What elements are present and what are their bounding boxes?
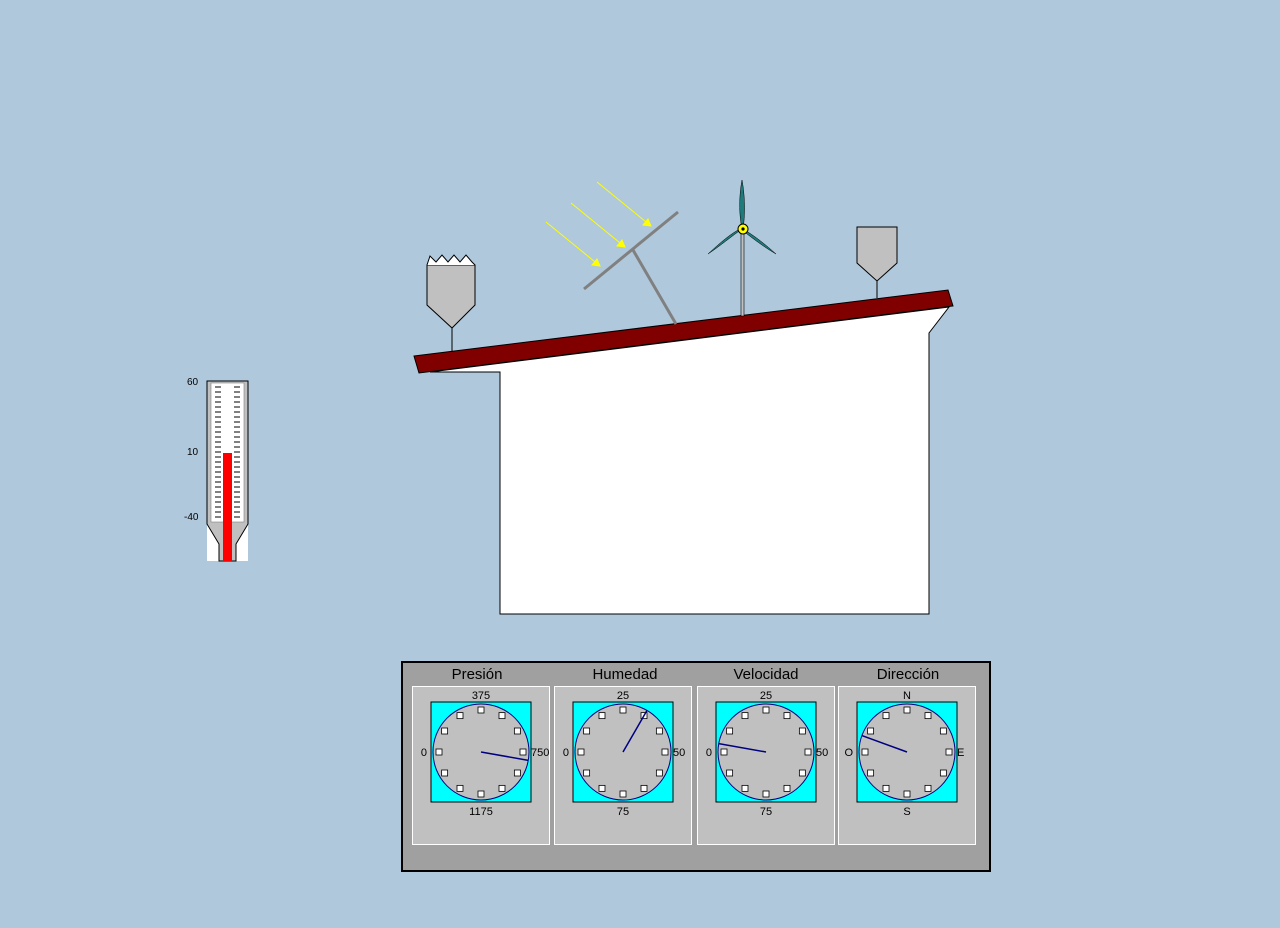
gauge-tick-marker — [598, 712, 606, 720]
gauge-tick-marker — [804, 748, 812, 756]
roof — [413, 289, 954, 374]
gauge-tick-marker — [456, 712, 464, 720]
gauge-label-right: 50 — [816, 747, 828, 759]
rain-gauge-sensor — [426, 254, 476, 352]
gauge-tick-marker — [577, 748, 585, 756]
gauge-tick-marker — [762, 790, 770, 798]
gauge-title-direccion: Dirección — [876, 666, 940, 683]
gauge-title-humedad: Humedad — [592, 666, 658, 683]
gauge-needle — [861, 734, 908, 753]
gauge-velocidad: 25 75 0 50 — [697, 686, 835, 845]
gauge-tick-marker — [640, 784, 648, 792]
gauge-tick-marker — [882, 784, 890, 792]
gauge-tick-marker — [903, 706, 911, 714]
gauge-tick-marker — [441, 769, 449, 777]
sun-rays — [545, 181, 652, 267]
thermometer-label-min: -40 — [184, 512, 199, 523]
gauge-tick-marker — [741, 784, 749, 792]
gauge-title-velocidad: Velocidad — [733, 666, 799, 683]
weather-station-scene — [413, 179, 954, 615]
gauge-tick-marker — [741, 712, 749, 720]
gauge-label-right: 50 — [673, 747, 685, 759]
gauge-needle — [480, 751, 529, 762]
gauge-tick-marker — [477, 706, 485, 714]
gauge-tick-marker — [726, 769, 734, 777]
solar-panel — [545, 181, 679, 325]
gauge-label-top: 375 — [472, 690, 490, 702]
gauge-tick-marker — [513, 769, 521, 777]
gauge-label-left: O — [844, 747, 853, 759]
gauge-tick-marker — [939, 727, 947, 735]
gauge-label-top: 25 — [617, 690, 629, 702]
gauge-needle — [622, 710, 648, 753]
gauge-tick-marker — [924, 712, 932, 720]
gauge-tick-marker — [456, 784, 464, 792]
humidity-sensor — [856, 226, 898, 298]
gauge-tick-marker — [583, 727, 591, 735]
gauge-tick-marker — [939, 769, 947, 777]
gauge-label-left: 0 — [706, 747, 712, 759]
gauge-tick-marker — [519, 748, 527, 756]
gauge-tick-marker — [583, 769, 591, 777]
gauge-tick-marker — [513, 727, 521, 735]
wind-turbine — [707, 179, 777, 317]
gauge-label-right: E — [957, 747, 964, 759]
gauge-tick-marker — [619, 706, 627, 714]
gauge-tick-marker — [783, 784, 791, 792]
gauge-tick-marker — [798, 769, 806, 777]
gauge-tick-marker — [477, 790, 485, 798]
gauge-needle — [718, 742, 767, 753]
gauge-tick-marker — [726, 727, 734, 735]
gauge-title-presion: Presión — [451, 666, 503, 683]
gauge-tick-marker — [720, 748, 728, 756]
gauge-direccion: N S O E — [838, 686, 976, 845]
gauge-tick-marker — [861, 748, 869, 756]
gauge-label-top: 25 — [760, 690, 772, 702]
gauge-tick-marker — [498, 784, 506, 792]
gauge-tick-marker — [924, 784, 932, 792]
thermometer-label-max: 60 — [187, 377, 199, 388]
thermometer-label-mid: 10 — [187, 447, 199, 458]
gauge-tick-marker — [783, 712, 791, 720]
gauge-label-right: 750 — [531, 747, 549, 759]
instrument-panel: Presión Humedad Velocidad Dirección 375 1… — [401, 661, 991, 872]
gauge-tick-marker — [619, 790, 627, 798]
gauge-label-bottom: 75 — [617, 806, 629, 818]
gauge-tick-marker — [867, 769, 875, 777]
gauge-tick-marker — [655, 727, 663, 735]
gauge-tick-marker — [903, 790, 911, 798]
gauge-label-bottom: 1175 — [469, 806, 493, 818]
gauge-tick-marker — [762, 706, 770, 714]
gauge-tick-marker — [661, 748, 669, 756]
gauge-label-bottom: 75 — [760, 806, 772, 818]
gauge-tick-marker — [945, 748, 953, 756]
gauge-label-left: 0 — [563, 747, 569, 759]
gauge-label-bottom: S — [903, 806, 910, 818]
gauge-tick-marker — [441, 727, 449, 735]
gauge-tick-marker — [798, 727, 806, 735]
gauge-tick-marker — [655, 769, 663, 777]
gauge-presion: 375 1175 0 750 — [412, 686, 550, 845]
gauge-tick-marker — [598, 784, 606, 792]
gauge-label-top: N — [903, 690, 911, 702]
gauge-tick-marker — [498, 712, 506, 720]
gauge-tick-marker — [435, 748, 443, 756]
gauge-tick-marker — [867, 727, 875, 735]
thermometer-mercury — [223, 453, 232, 561]
gauge-tick-marker — [882, 712, 890, 720]
gauge-label-left: 0 — [421, 747, 427, 759]
thermometer-tube — [206, 380, 249, 562]
gauge-humedad: 25 75 0 50 — [554, 686, 692, 845]
